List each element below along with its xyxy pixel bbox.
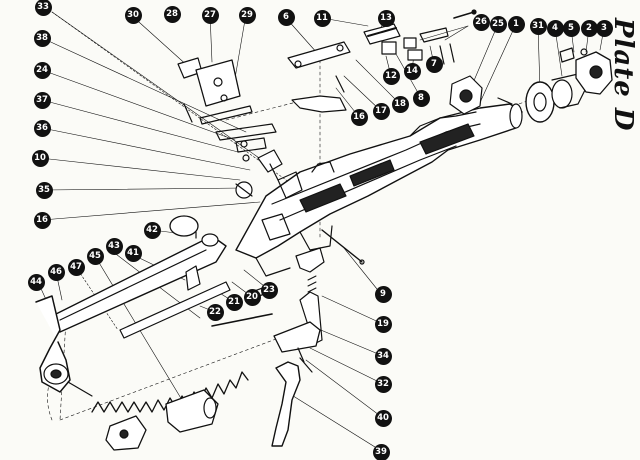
callout-14[interactable]: 14 xyxy=(403,62,421,80)
callout-9[interactable]: 9 xyxy=(374,285,392,303)
bolt-head-group xyxy=(449,47,613,123)
callout-28[interactable]: 28 xyxy=(163,5,181,23)
callout-21[interactable]: 21 xyxy=(225,293,243,311)
callout-13[interactable]: 13 xyxy=(377,9,395,27)
trigger-group xyxy=(271,247,325,447)
callout-23[interactable]: 23 xyxy=(260,281,278,299)
callout-25[interactable]: 25 xyxy=(489,15,507,33)
callout-26[interactable]: 26 xyxy=(472,13,490,31)
callout-8[interactable]: 8 xyxy=(412,89,430,107)
callout-40[interactable]: 40 xyxy=(374,409,392,427)
bottom-parts xyxy=(105,389,219,451)
callout-22[interactable]: 22 xyxy=(206,303,224,321)
callout-31[interactable]: 31 xyxy=(529,17,547,35)
callout-1[interactable]: 1 xyxy=(507,15,525,33)
callout-4[interactable]: 4 xyxy=(546,19,564,37)
callout-42[interactable]: 42 xyxy=(143,221,161,239)
operating-spring xyxy=(91,371,249,413)
callout-35[interactable]: 35 xyxy=(35,181,53,199)
callout-46[interactable]: 46 xyxy=(47,263,65,281)
callout-18[interactable]: 18 xyxy=(391,95,409,113)
callout-47[interactable]: 47 xyxy=(67,258,85,276)
callout-5[interactable]: 5 xyxy=(562,19,580,37)
callout-16b[interactable]: 16 xyxy=(350,108,368,126)
callout-12[interactable]: 12 xyxy=(382,67,400,85)
callout-19[interactable]: 19 xyxy=(374,315,392,333)
barrel-muzzle xyxy=(497,97,523,129)
callout-39[interactable]: 39 xyxy=(372,443,390,460)
callout-3[interactable]: 3 xyxy=(595,19,613,37)
callout-10[interactable]: 10 xyxy=(31,149,49,167)
callout-7[interactable]: 7 xyxy=(425,55,443,73)
callout-33[interactable]: 33 xyxy=(34,0,52,16)
callout-43[interactable]: 43 xyxy=(105,237,123,255)
callout-38[interactable]: 38 xyxy=(33,29,51,47)
callout-34[interactable]: 34 xyxy=(374,347,392,365)
callout-41[interactable]: 41 xyxy=(124,244,142,262)
callout-16a[interactable]: 16 xyxy=(33,211,51,229)
callout-29[interactable]: 29 xyxy=(238,6,256,24)
callout-45[interactable]: 45 xyxy=(86,247,104,265)
callout-27[interactable]: 27 xyxy=(201,6,219,24)
leader-lines xyxy=(37,11,605,453)
callout-24[interactable]: 24 xyxy=(33,61,51,79)
callout-32[interactable]: 32 xyxy=(374,375,392,393)
firing-pin xyxy=(321,229,365,265)
callout-30[interactable]: 30 xyxy=(124,6,142,24)
top-parts xyxy=(287,9,477,113)
receiver-body xyxy=(235,103,523,277)
callout-11[interactable]: 11 xyxy=(313,9,331,27)
linkage-parts xyxy=(177,57,283,199)
callout-2[interactable]: 2 xyxy=(580,19,598,37)
callout-36[interactable]: 36 xyxy=(33,119,51,137)
recoil-parts xyxy=(51,215,227,333)
callout-6[interactable]: 6 xyxy=(277,8,295,26)
callout-17[interactable]: 17 xyxy=(372,102,390,120)
gas-cylinder xyxy=(35,295,93,397)
plate-title: Plate D xyxy=(608,18,638,132)
callout-20[interactable]: 20 xyxy=(243,288,261,306)
callout-44[interactable]: 44 xyxy=(27,273,45,291)
callout-37[interactable]: 37 xyxy=(33,91,51,109)
